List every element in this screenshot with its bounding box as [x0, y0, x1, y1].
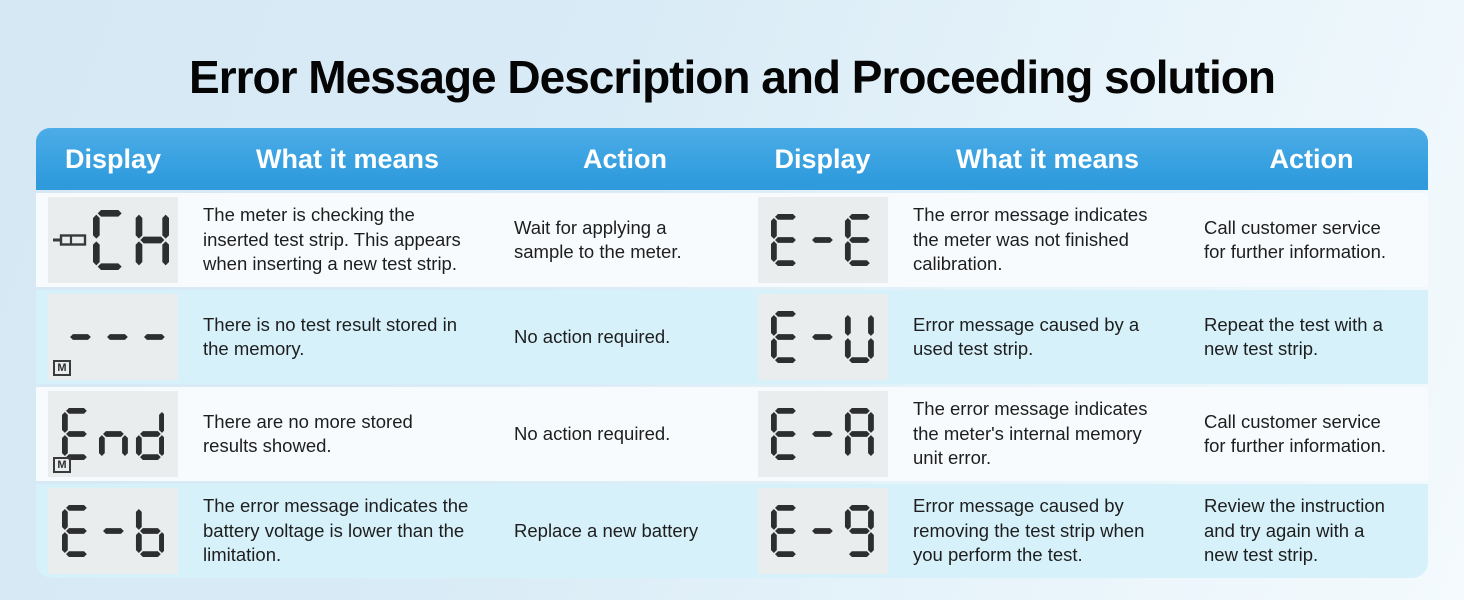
- test-strip-icon: [53, 234, 87, 246]
- display-cell: [745, 387, 900, 481]
- lcd-display: M: [48, 391, 178, 477]
- display-cell: [745, 290, 900, 384]
- meaning-text: There is no test result stored in the me…: [203, 313, 457, 359]
- action-text: Repeat the test with a new test strip.: [1204, 313, 1383, 359]
- segment-text: [771, 214, 874, 266]
- action-text: Review the instruction and try again wit…: [1204, 495, 1385, 566]
- lcd-display: [48, 197, 178, 283]
- column-header-means-left: What it means: [255, 143, 440, 174]
- lcd-display: [757, 391, 888, 477]
- error-table: Display What it means Action Display Wha…: [36, 128, 1428, 578]
- lcd-display: [757, 294, 888, 380]
- column-header-display-left: Display: [64, 143, 162, 174]
- column-header-means-right: What it means: [955, 143, 1140, 174]
- meaning-text: Error message caused by a used test stri…: [913, 313, 1140, 359]
- display-cell: [745, 193, 900, 287]
- segment-text: [771, 408, 874, 460]
- meaning-text: The error message indicates the meter's …: [913, 398, 1148, 469]
- segment-text: [93, 210, 169, 270]
- action-text: Call customer service for further inform…: [1204, 410, 1386, 456]
- table-row: M There is no test result stored in the …: [36, 290, 1428, 384]
- lcd-display: [757, 197, 888, 283]
- display-cell: M: [36, 387, 190, 481]
- action-text: Call customer service for further inform…: [1204, 216, 1386, 262]
- column-header-display-right: Display: [774, 143, 871, 174]
- display-cell: M: [36, 290, 190, 384]
- segment-text: [61, 505, 165, 557]
- display-cell: [36, 484, 190, 578]
- lcd-display: M: [48, 294, 178, 380]
- action-text: No action required.: [514, 422, 671, 444]
- table-row: M There are no more stored results showe…: [36, 387, 1428, 481]
- display-cell: [745, 484, 900, 578]
- table-row: The error message indicates the battery …: [36, 484, 1428, 578]
- table-row: The meter is checking the inserted test …: [36, 193, 1428, 287]
- segment-text: [771, 311, 874, 363]
- action-text: Wait for applying a sample to the meter.: [514, 216, 682, 262]
- table-header: Display What it means Action Display Wha…: [36, 128, 1428, 190]
- action-text: Replace a new battery: [514, 519, 699, 541]
- page-title: Error Message Description and Proceeding…: [189, 51, 1276, 103]
- meaning-text: The error message indicates the meter wa…: [913, 204, 1148, 275]
- display-cell: [36, 193, 190, 287]
- lcd-display: [757, 488, 888, 574]
- column-header-action-left: Action: [583, 143, 667, 174]
- action-text: No action required.: [514, 325, 671, 347]
- meaning-text: Error message caused by removing the tes…: [913, 495, 1145, 566]
- memory-icon: M: [53, 360, 71, 376]
- column-header-action-right: Action: [1269, 143, 1354, 174]
- segment-text: [61, 408, 165, 460]
- memory-icon: M: [53, 457, 71, 473]
- meaning-text: There are no more stored results showed.: [203, 410, 413, 456]
- segment-text: [66, 311, 169, 363]
- segment-text: [771, 505, 874, 557]
- lcd-display: [48, 488, 178, 574]
- meaning-text: The error message indicates the battery …: [203, 495, 469, 566]
- meaning-text: The meter is checking the inserted test …: [203, 204, 461, 275]
